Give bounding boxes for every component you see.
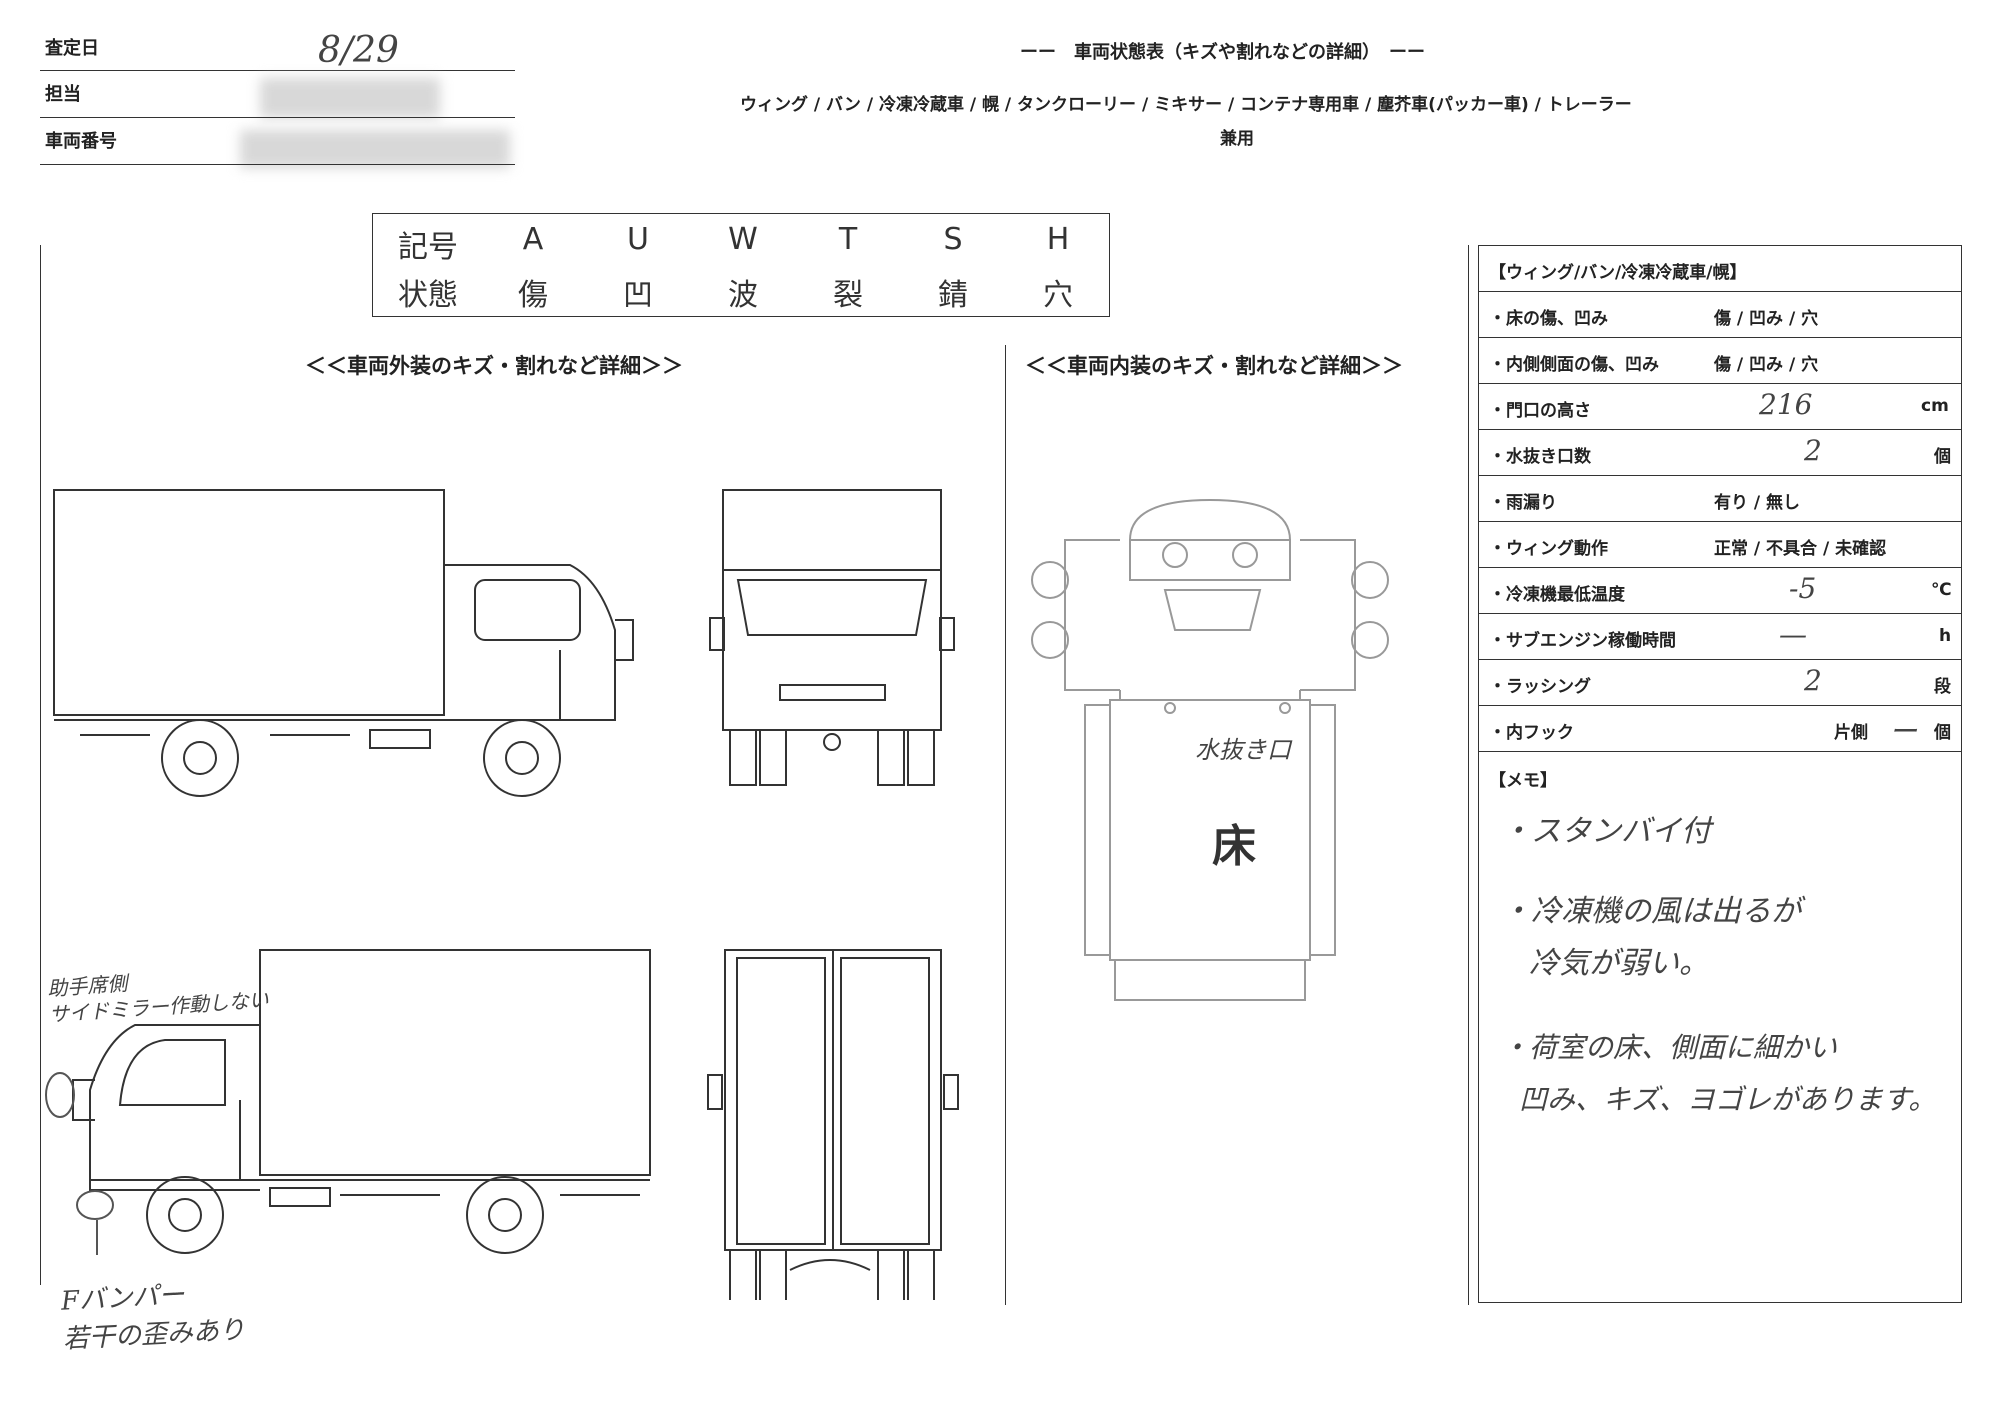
interior-section-title: ＜＜車両内装のキズ・割れなど詳細＞＞ [1025, 354, 1403, 378]
row-value: 2 [1804, 434, 1822, 467]
vehicle-no-label: 車両番号 [45, 131, 117, 152]
staff-label: 担当 [45, 84, 81, 105]
legend-state: 凹 [623, 278, 653, 313]
date-underline [40, 70, 515, 71]
legend-state-label: 状態 [398, 278, 458, 313]
redacted-staff [260, 78, 440, 118]
symbol-legend: 記号 A U W T S H 状態 傷 凹 波 裂 錆 穴 [372, 213, 1110, 317]
panel-title-row: 【ウィング/バン/冷凍冷蔵車/幌】 [1479, 246, 1961, 292]
date-value: 8/29 [318, 30, 399, 71]
panel-row: ・門口の高さ 216 cm [1479, 384, 1961, 430]
truck-front-view [709, 489, 955, 786]
row-value: ー [1889, 715, 1918, 748]
legend-code: W [728, 222, 758, 257]
cargo-check-panel: 【ウィング/バン/冷凍冷蔵車/幌】 ・床の傷、凹み 傷 / 凹み / 穴 ・内側… [1478, 245, 1962, 1303]
legend-state: 波 [728, 278, 758, 313]
row-unit: cm [1921, 396, 1949, 416]
row-key: ・ウィング動作 [1489, 539, 1608, 559]
exterior-truck-diagram [45, 489, 959, 1300]
panel-title: 【ウィング/バン/冷凍冷蔵車/幌】 [1489, 263, 1747, 283]
row-options: 傷 / 凹み / 穴 [1714, 355, 1819, 375]
panel-row: ・内側側面の傷、凹み 傷 / 凹み / 穴 [1479, 338, 1961, 384]
interior-floor-diagram [1031, 498, 1389, 1001]
row-unit: 個 [1934, 723, 1951, 743]
memo-line: 冷気が弱い。 [1529, 946, 1709, 981]
floor-label: 床 [1212, 821, 1256, 872]
staff-underline [40, 117, 515, 118]
legend-code: H [1046, 222, 1070, 257]
row-unit: h [1939, 626, 1952, 646]
row-key: ・水抜き口数 [1489, 447, 1591, 467]
memo-line: 凹み、キズ、ヨゴレがあります。 [1519, 1083, 1937, 1116]
panel-row: ・ラッシング 2 段 [1479, 660, 1961, 706]
row-unit: ℃ [1931, 580, 1952, 600]
truck-left-side-view [72, 949, 651, 1254]
panel-row: ・水抜き口数 2 個 [1479, 430, 1961, 476]
row-key: ・ラッシング [1489, 677, 1591, 697]
legend-code: S [943, 222, 963, 257]
bumper-circle-mark [76, 1190, 114, 1220]
row-options: 有り / 無し [1714, 493, 1801, 513]
date-label: 査定日 [45, 38, 99, 59]
legend-code: A [522, 222, 544, 257]
legend-state: 裂 [833, 278, 863, 313]
exterior-section-title: ＜＜車両外装のキズ・割れなど詳細＞＞ [305, 354, 683, 378]
panel-row: ・雨漏り 有り / 無し [1479, 476, 1961, 522]
row-value: -5 [1789, 572, 1817, 605]
combined-label: 兼用 [1220, 129, 1254, 149]
row-options: 傷 / 凹み / 穴 [1714, 309, 1819, 329]
bumper-note-line: 若干の歪みあり [62, 1315, 246, 1355]
vehicle-types: ウィング / バン / 冷凍冷蔵車 / 幌 / タンクローリー / ミキサー /… [740, 95, 1632, 115]
legend-state: 傷 [518, 278, 548, 313]
mirror-circle-mark [45, 1072, 75, 1118]
legend-state: 錆 [938, 278, 968, 313]
form-title: ーー 車両状態表（キズや割れなどの詳細） ーー [1020, 42, 1425, 63]
bumper-note: Fバンパー 若干の歪みあり [60, 1273, 246, 1358]
row-key: ・雨漏り [1489, 493, 1557, 513]
row-key: ・内側側面の傷、凹み [1489, 355, 1659, 375]
row-unit: 個 [1934, 447, 1951, 467]
left-frame-line [40, 245, 41, 1285]
panel-left-line [1468, 245, 1469, 1305]
memo-line: ・冷凍機の風は出るが [1501, 894, 1801, 929]
truck-rear-view [707, 949, 959, 1300]
memo-line: ・スタンバイ付 [1501, 814, 1711, 849]
center-divider [1005, 345, 1006, 1305]
legend-symbol-label: 記号 [398, 230, 458, 265]
row-value: 216 [1759, 388, 1813, 421]
row-key: ・門口の高さ [1489, 401, 1591, 421]
row-options: 正常 / 不具合 / 未確認 [1714, 539, 1887, 559]
truck-right-side-view [53, 489, 634, 797]
row-options: 片側 [1834, 723, 1868, 743]
panel-row: ・ウィング動作 正常 / 不具合 / 未確認 [1479, 522, 1961, 568]
row-unit: 段 [1934, 677, 1951, 697]
row-key: ・冷凍機最低温度 [1489, 585, 1625, 605]
row-key: ・サブエンジン稼働時間 [1489, 631, 1676, 651]
row-value: 2 [1804, 664, 1822, 697]
panel-row: ・サブエンジン稼働時間 — h [1479, 614, 1961, 660]
panel-row: ・床の傷、凹み 傷 / 凹み / 穴 [1479, 292, 1961, 338]
drain-label: 水抜き口 [1195, 736, 1291, 764]
row-key: ・床の傷、凹み [1489, 309, 1608, 329]
panel-row: ・内フック 片側 ー 個 [1479, 706, 1961, 752]
memo-label: 【メモ】 [1489, 771, 1557, 791]
panel-row: ・冷凍機最低温度 -5 ℃ [1479, 568, 1961, 614]
row-key: ・内フック [1489, 723, 1574, 743]
redacted-vehicle-no [240, 130, 510, 168]
row-value: — [1779, 618, 1807, 651]
legend-code: U [627, 222, 649, 257]
vehicle-no-underline [40, 164, 515, 165]
legend-code: T [838, 222, 858, 257]
memo-line: ・荷室の床、側面に細かい [1501, 1031, 1838, 1064]
legend-state: 穴 [1043, 278, 1073, 313]
